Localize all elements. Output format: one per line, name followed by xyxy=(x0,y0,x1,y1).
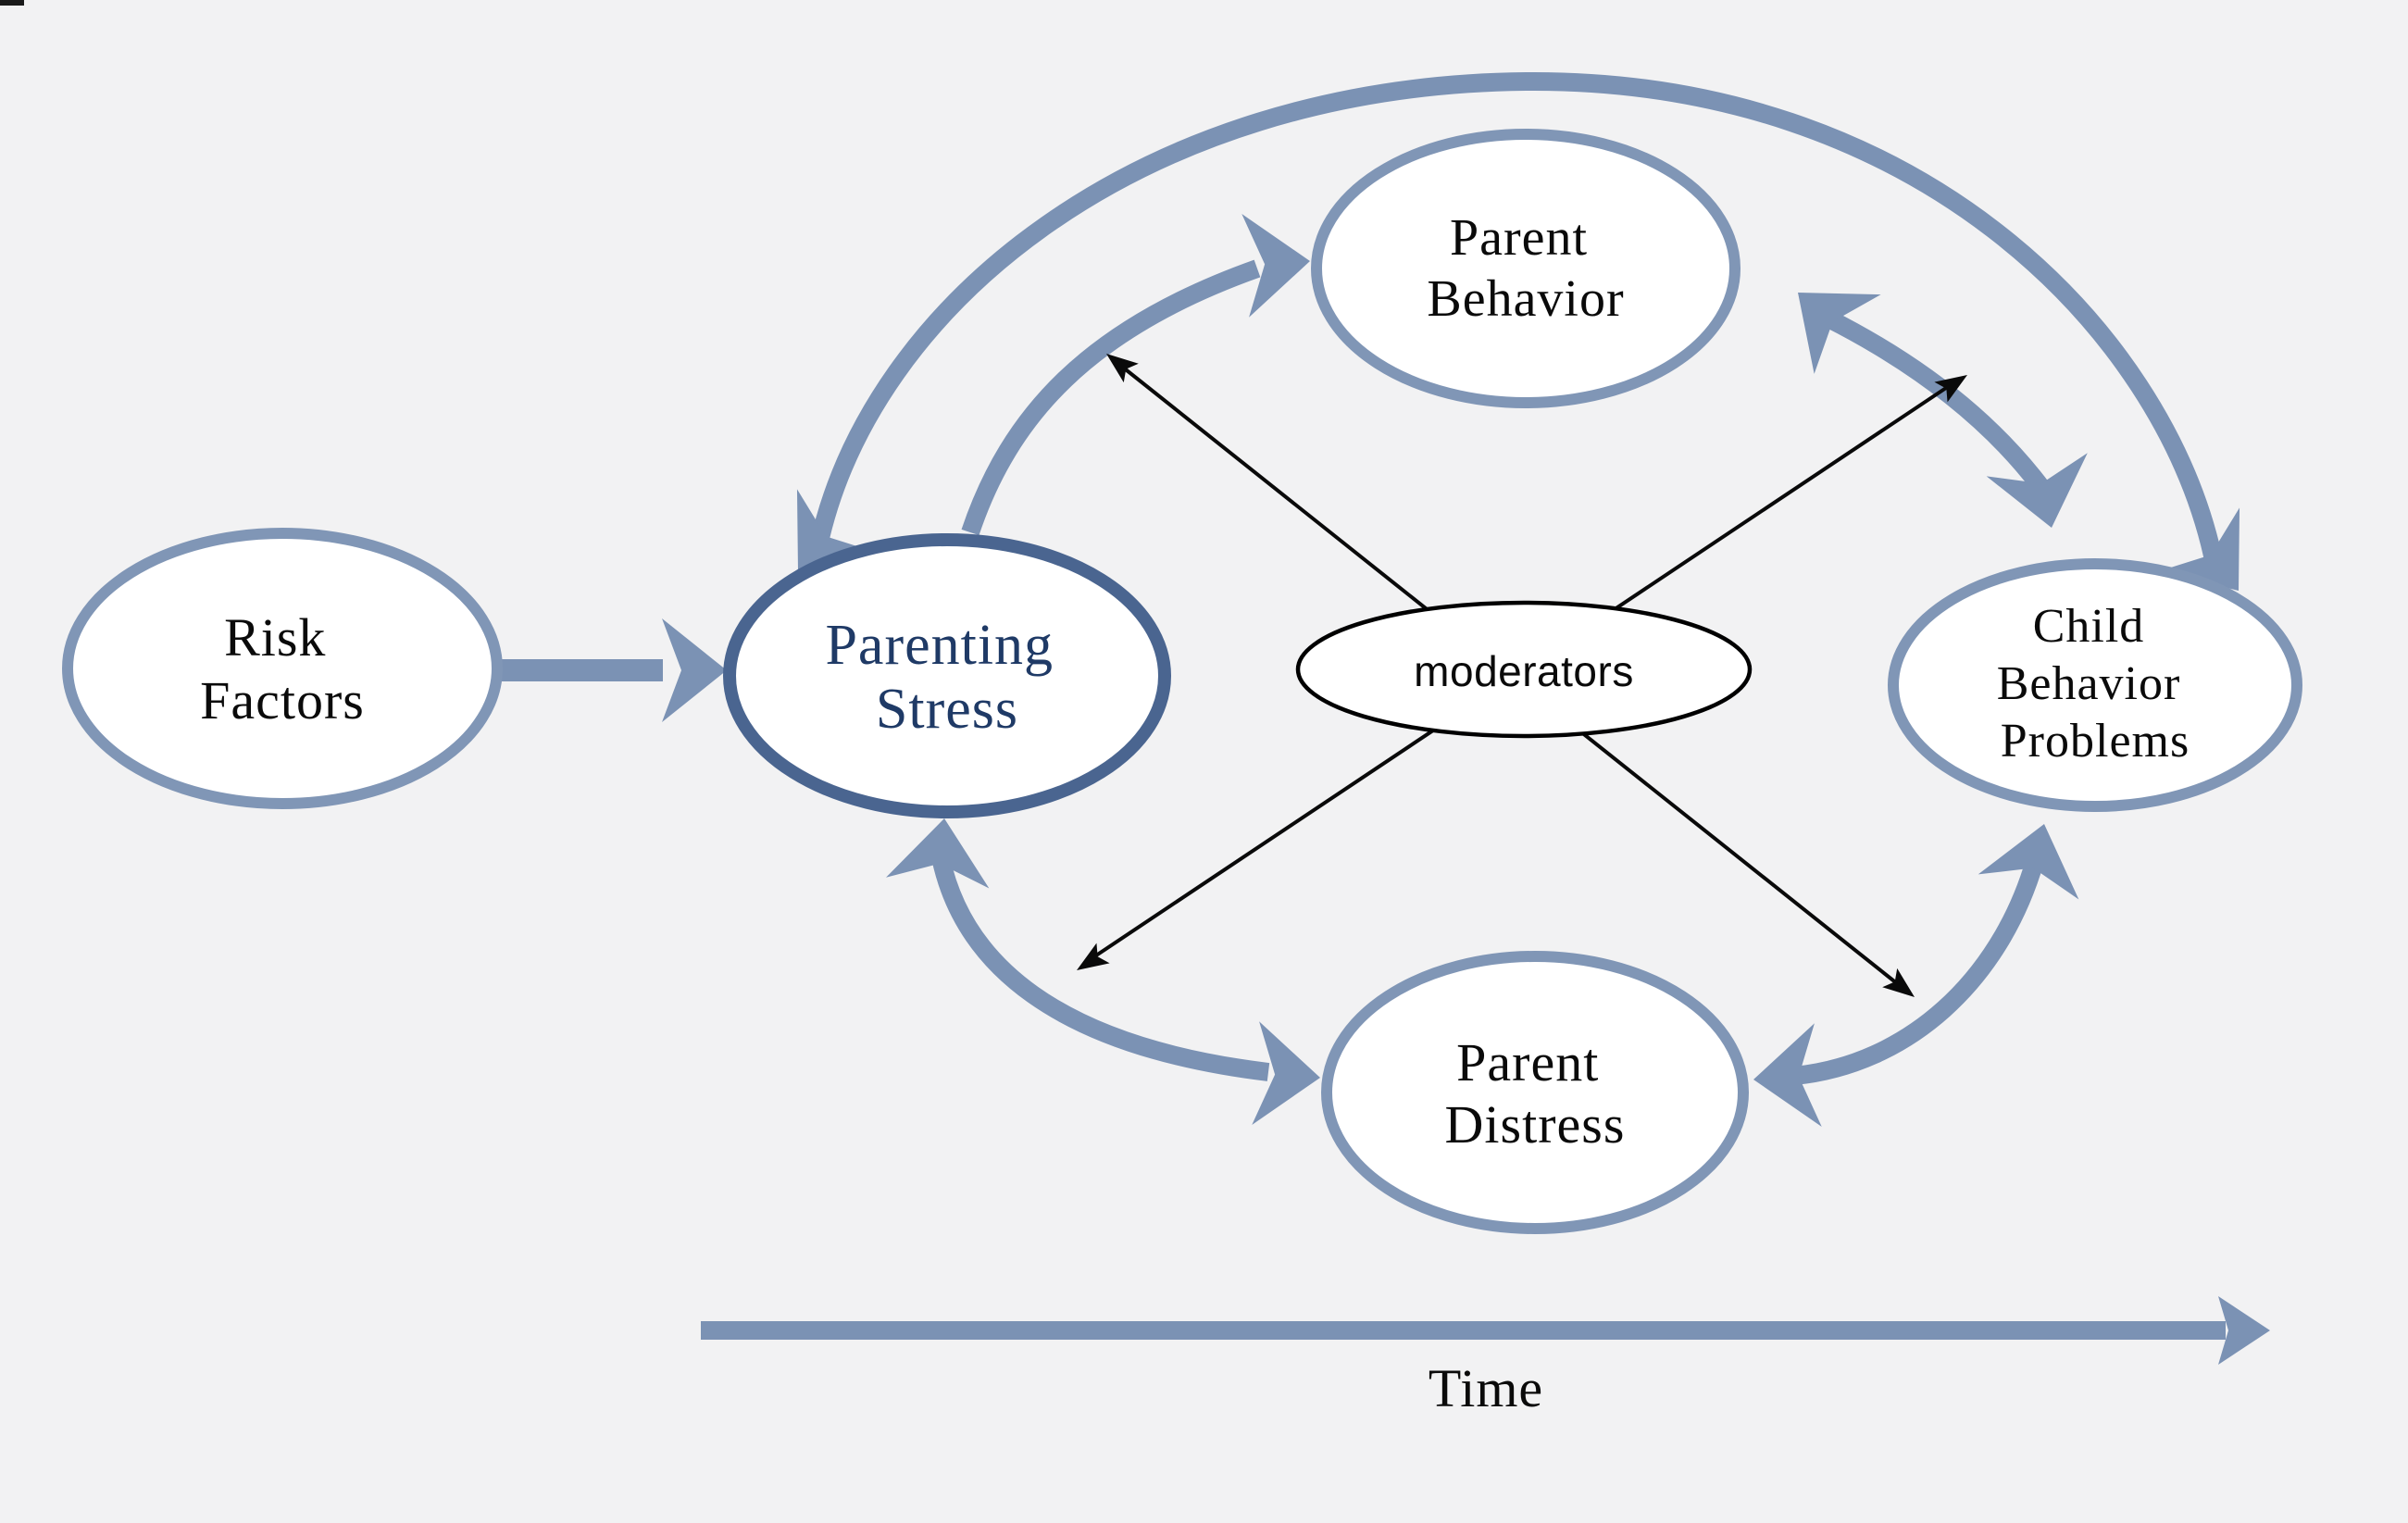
child-behavior-problems-label: Child Behavior Problems xyxy=(1997,600,2194,768)
parent-behavior-ellipse xyxy=(1311,129,1740,408)
risk-factors-ellipse xyxy=(62,528,503,809)
parent-distress-label: Parent Distress xyxy=(1445,1032,1626,1155)
arc-parenting-stress-parent-distress xyxy=(931,855,1270,1081)
moderators-label: moderators xyxy=(1414,647,1634,695)
arc-parent-distress-child-behavior xyxy=(1793,858,2044,1085)
time-label: Time xyxy=(1429,1358,1543,1418)
moderators-ellipse xyxy=(1295,600,1753,739)
parenting-stress-ellipse xyxy=(723,533,1171,818)
arc-parenting-stress-child-behavior-outer xyxy=(809,71,2222,558)
child-behavior-problems-ellipse xyxy=(1888,558,2302,812)
parent-behavior-label: Parent Behavior xyxy=(1427,209,1624,328)
risk-factors-label: Risk Factors xyxy=(200,607,365,730)
parent-distress-ellipse xyxy=(1321,951,1749,1234)
time-axis: Time xyxy=(701,1296,2270,1418)
node-parenting-stress: Parenting Stress xyxy=(723,533,1171,818)
arc-parenting-stress-to-parent-behavior xyxy=(961,259,1261,536)
node-parent-distress: Parent Distress xyxy=(1321,951,1749,1234)
node-parent-behavior: Parent Behavior xyxy=(1311,129,1740,408)
node-child-behavior-problems: Child Behavior Problems xyxy=(1888,558,2302,812)
corner-scan-artifact xyxy=(0,0,24,6)
node-risk-factors: Risk Factors xyxy=(62,528,503,809)
node-moderators: moderators xyxy=(1295,600,1753,739)
parenting-stress-label: Parenting Stress xyxy=(825,614,1068,741)
